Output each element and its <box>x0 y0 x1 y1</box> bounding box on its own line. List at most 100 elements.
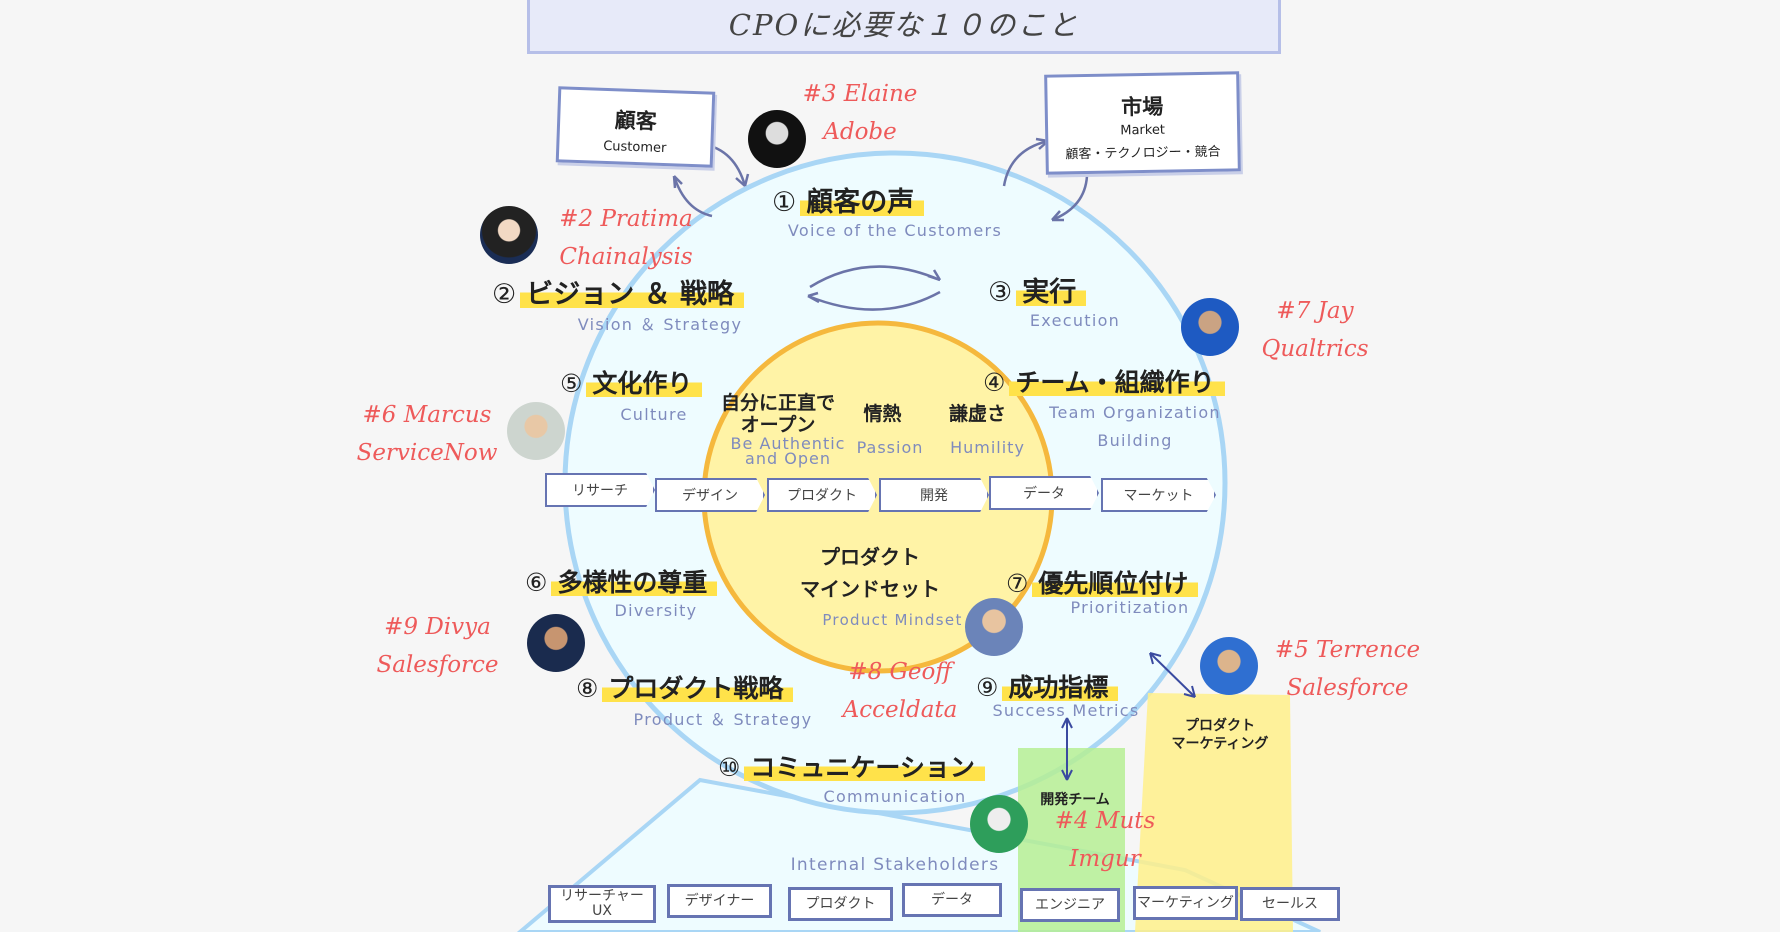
person-geoff: #8 Geoff Acceldata <box>830 653 970 729</box>
product-marketing-label: プロダクト マーケティング <box>1160 717 1280 753</box>
role-researcher-line1: リサーチャー <box>560 888 644 904</box>
page-title: CPOに必要な１０のこと <box>527 0 1281 54</box>
value-passion-en: Passion <box>856 438 924 457</box>
person-jay-company: Qualtrics <box>1261 336 1369 362</box>
process-step-market: マーケット <box>1101 478 1216 512</box>
item-diversity-num: ⑥ <box>525 568 548 597</box>
role-sales: セールス <box>1240 887 1340 921</box>
customer-box: 顧客 Customer <box>555 86 716 168</box>
process-step-product: プロダクト <box>767 478 877 512</box>
person-muts-company: Imgur <box>1069 846 1141 872</box>
person-elaine-name: #3 Elaine <box>802 81 918 107</box>
dev-team-label: 開発チーム <box>1040 792 1110 808</box>
item-diversity-title: 多様性の尊重 <box>551 563 718 599</box>
item-communication-num: ⑩ <box>718 753 741 782</box>
item-execution-num: ③ <box>988 277 1013 308</box>
person-divya-company: Salesforce <box>376 652 499 678</box>
mindset-en: Product Mindset <box>822 611 963 629</box>
item-culture-title: 文化作り <box>586 364 703 400</box>
person-terrence: #5 Terrence Salesforce <box>1265 631 1430 707</box>
avatar-terrence <box>1200 637 1258 695</box>
role-product: プロダクト <box>788 887 893 921</box>
role-marketing: マーケティング <box>1133 886 1238 920</box>
person-elaine: #3 Elaine Adobe <box>790 75 930 151</box>
mindset-jp1: プロダクト <box>820 545 920 569</box>
person-marcus-company: ServiceNow <box>356 440 498 466</box>
person-jay: #7 Jay Qualtrics <box>1250 292 1380 368</box>
avatar-geoff <box>965 598 1023 656</box>
item-execution-title: 実行 <box>1016 270 1087 309</box>
item-voice-title: 顧客の声 <box>800 180 925 219</box>
value-open-en1: Be Authentic <box>730 434 846 453</box>
item-metrics-en: Success Metrics <box>992 701 1140 720</box>
item-product-strategy-num: ⑧ <box>576 674 599 703</box>
item-communication-en: Communication <box>823 787 967 806</box>
item-vision-en: Vision ＆ Strategy <box>577 315 743 334</box>
role-designer: デザイナー <box>667 884 772 918</box>
person-divya: #9 Divya Salesforce <box>370 608 505 684</box>
process-step-data: データ <box>989 476 1099 510</box>
person-marcus-name: #6 Marcus <box>362 402 492 428</box>
role-researcher-line2: UX <box>592 903 612 919</box>
item-execution-en: Execution <box>1029 311 1121 330</box>
market-box: 市場 Market 顧客・テクノロジー・競合 <box>1044 71 1241 175</box>
item-culture-en: Culture <box>620 405 688 424</box>
person-geoff-company: Acceldata <box>842 697 958 723</box>
item-prioritization-title: 優先順位付け <box>1032 564 1199 600</box>
item-culture-num: ⑤ <box>560 369 583 398</box>
person-divya-name: #9 Divya <box>384 614 491 640</box>
value-humility-jp: 謙虚さ <box>948 403 1006 425</box>
value-passion-jp: 情熱 <box>863 403 902 425</box>
product-marketing-line1: プロダクト <box>1185 718 1255 734</box>
value-open-en2: and Open <box>745 449 831 468</box>
person-terrence-company: Salesforce <box>1286 675 1409 701</box>
item-vision-num: ② <box>492 279 517 310</box>
person-terrence-name: #5 Terrence <box>1274 637 1421 663</box>
product-marketing-bar <box>1135 693 1293 932</box>
customer-label: 顧客 <box>614 108 658 134</box>
person-pratima: #2 Pratima Chainalysis <box>546 200 706 276</box>
avatar-jay <box>1181 298 1239 356</box>
customer-label-en: Customer <box>602 138 667 157</box>
value-open-jp1: 自分に正直で <box>720 392 835 414</box>
item-voice-en: Voice of the Customers <box>787 221 1003 240</box>
item-metrics-title: 成功指標 <box>1002 668 1119 704</box>
avatar-marcus <box>507 402 565 460</box>
value-humility-en: Humility <box>950 438 1025 457</box>
person-pratima-name: #2 Pratima <box>559 206 693 232</box>
market-sub: 顧客・テクノロジー・競合 <box>1065 144 1221 163</box>
person-geoff-name: #8 Geoff <box>848 659 952 685</box>
process-step-design: デザイン <box>655 478 765 512</box>
avatar-muts <box>970 795 1028 853</box>
item-team-num: ④ <box>983 368 1006 397</box>
process-step-research: リサーチ <box>545 473 655 507</box>
item-product-strategy-en: Product ＆ Strategy <box>633 710 813 729</box>
item-voice-num: ① <box>772 187 797 218</box>
role-engineer: エンジニア <box>1020 888 1120 922</box>
item-team-en2: Building <box>1097 431 1173 450</box>
product-marketing-line2: マーケティング <box>1171 736 1269 752</box>
person-marcus: #6 Marcus ServiceNow <box>352 396 502 472</box>
person-pratima-company: Chainalysis <box>559 244 693 270</box>
value-open-jp2: オープン <box>740 414 816 436</box>
person-jay-name: #7 Jay <box>1276 298 1354 324</box>
item-team-en: Team Organization <box>1049 403 1221 422</box>
item-prioritization-en: Prioritization <box>1070 598 1190 617</box>
avatar-pratima <box>480 206 538 264</box>
person-muts-name: #4 Muts <box>1054 808 1156 834</box>
role-data: データ <box>902 883 1002 917</box>
person-elaine-company: Adobe <box>823 119 897 145</box>
market-label-en: Market <box>1120 122 1166 139</box>
avatar-elaine <box>748 110 806 168</box>
item-diversity-en: Diversity <box>614 601 698 620</box>
item-product-strategy-title: プロダクト戦略 <box>602 669 794 705</box>
item-vision-title: ビジョン ＆ 戦略 <box>520 272 745 311</box>
mindset-jp2: マインドセット <box>800 577 940 601</box>
